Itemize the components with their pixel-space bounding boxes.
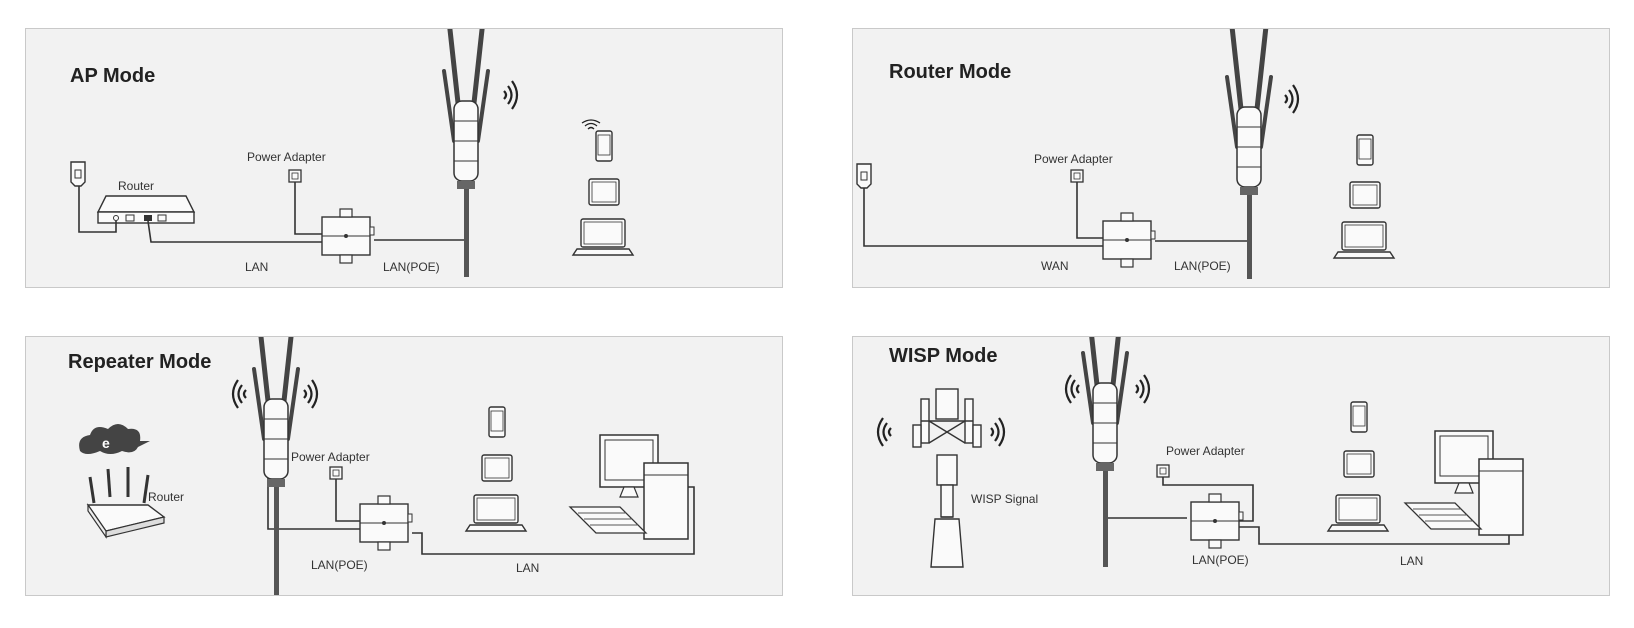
power-adapter-label: Power Adapter xyxy=(1034,152,1113,166)
wifi-waves-left-icon xyxy=(231,378,248,410)
desktop-computer-icon xyxy=(1404,430,1524,536)
router-label: Router xyxy=(118,179,155,193)
power-adapter-label: Power Adapter xyxy=(1166,444,1245,458)
laptop-icon xyxy=(572,218,634,256)
power-adapter-icon xyxy=(1156,464,1170,478)
outdoor-ap-icon xyxy=(254,337,298,487)
phone-icon xyxy=(1356,134,1374,166)
phone-icon xyxy=(1350,401,1368,433)
mount-pole xyxy=(274,477,279,595)
poe-injector-icon xyxy=(321,208,375,264)
wisp-mode-panel: WISP Mode WISP Signal Power Adapter LAN(… xyxy=(852,336,1610,596)
wan-label: WAN xyxy=(1041,259,1069,273)
poe-injector-icon xyxy=(1102,212,1156,268)
panel-title: AP Mode xyxy=(70,65,156,87)
wisp-signal-label: WISP Signal xyxy=(971,492,1039,506)
outdoor-ap-icon xyxy=(1227,29,1271,195)
router-mode-panel: Router Mode Power Adapter WAN LAN(POE) xyxy=(852,28,1610,288)
poe-injector-icon xyxy=(1190,493,1244,549)
tablet-icon xyxy=(1343,450,1375,478)
internet-cloud-icon: e xyxy=(79,424,150,454)
power-adapter-icon xyxy=(288,169,302,183)
outdoor-ap-icon xyxy=(444,29,488,189)
power-adapter-icon xyxy=(1070,169,1084,183)
wireless-router-icon xyxy=(86,467,166,539)
tablet-icon xyxy=(588,178,620,206)
wifi-waves-icon xyxy=(502,79,519,111)
laptop-icon xyxy=(465,494,527,532)
mount-pole xyxy=(1247,185,1252,279)
lan-label: LAN xyxy=(1400,554,1424,568)
wifi-waves-right-icon xyxy=(1134,373,1151,405)
wisp-tower-icon xyxy=(912,388,982,568)
tablet-icon xyxy=(481,454,513,482)
wall-plug-icon xyxy=(856,163,872,189)
wifi-waves-icon xyxy=(1283,83,1300,115)
router-mode-diagram xyxy=(856,29,1395,279)
ap-mode-diagram xyxy=(70,29,634,277)
wifi-waves-left-icon xyxy=(876,416,893,448)
router-label: Router xyxy=(148,490,185,504)
lan-poe-label: LAN(POE) xyxy=(311,558,368,572)
panel-title: Repeater Mode xyxy=(68,351,212,373)
mount-pole xyxy=(464,179,469,277)
lan-poe-label: LAN(POE) xyxy=(1174,259,1231,273)
lan-poe-label: LAN(POE) xyxy=(383,260,440,274)
wifi-waves-right-icon xyxy=(302,378,319,410)
phone-icon xyxy=(595,130,613,162)
router-mode-cables xyxy=(863,179,1250,247)
outdoor-ap-icon xyxy=(1083,337,1127,471)
svg-text:e: e xyxy=(102,435,110,451)
lan-poe-label: LAN(POE) xyxy=(1192,553,1249,567)
tablet-icon xyxy=(1349,181,1381,209)
repeater-mode-panel: e Repeater Mode Router Power Adapter L xyxy=(25,336,783,596)
lan-label: LAN xyxy=(245,260,269,274)
ap-mode-panel: AP Mode Router Power Adapter LAN LAN(POE… xyxy=(25,28,783,288)
wifi-waves-left-icon xyxy=(1064,373,1081,405)
mount-pole xyxy=(1103,461,1108,567)
router-icon xyxy=(96,195,196,224)
repeater-cables xyxy=(267,477,695,555)
panel-title: WISP Mode xyxy=(889,345,998,367)
wall-plug-icon xyxy=(70,161,86,187)
phone-icon xyxy=(488,406,506,438)
power-adapter-icon xyxy=(329,466,343,480)
panel-title: Router Mode xyxy=(889,61,1012,83)
power-adapter-label: Power Adapter xyxy=(247,150,326,164)
laptop-icon xyxy=(1327,494,1389,532)
wifi-waves-right-icon xyxy=(989,416,1006,448)
wifi-small-icon xyxy=(581,119,601,130)
lan-label: LAN xyxy=(516,561,540,575)
wisp-mode-diagram xyxy=(876,337,1524,568)
laptop-icon xyxy=(1333,221,1395,259)
repeater-mode-diagram: e xyxy=(79,337,695,595)
power-adapter-label: Power Adapter xyxy=(291,450,370,464)
poe-injector-icon xyxy=(359,495,413,551)
desktop-computer-icon xyxy=(569,434,689,540)
